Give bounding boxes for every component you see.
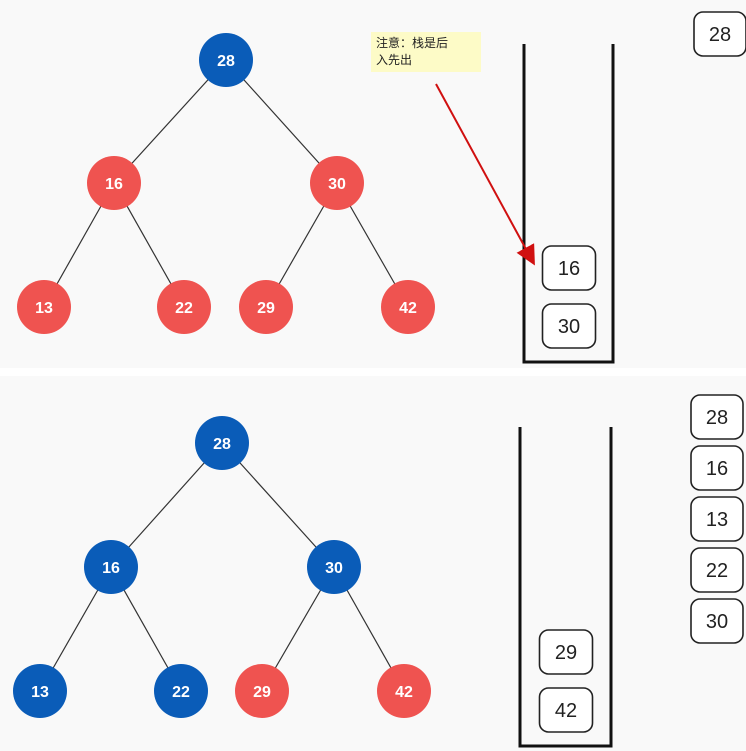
tree-node-label: 13 [35, 300, 53, 317]
stack-item-label: 16 [558, 258, 580, 280]
tree-node-label: 30 [325, 560, 343, 577]
tree-node-29 [235, 664, 289, 718]
output-item [690, 496, 744, 542]
tree-node-label: 42 [395, 684, 413, 701]
tree-node-30 [307, 540, 361, 594]
tree-node-22 [154, 664, 208, 718]
stack-item [538, 687, 594, 733]
output-item-label: 30 [706, 611, 728, 633]
stack-item [538, 629, 594, 675]
stack-container [518, 427, 613, 748]
tree-node-30 [310, 156, 364, 210]
note-arrow [435, 83, 535, 266]
tree-node-28 [199, 33, 253, 87]
stack-item-label: 29 [555, 642, 577, 664]
stack-item-label: 42 [555, 700, 577, 722]
tree-edge [113, 59, 227, 184]
tree-node-13 [13, 664, 67, 718]
tree-node-42 [381, 280, 435, 334]
output-item [690, 547, 744, 593]
tree-node-label: 22 [175, 300, 193, 317]
output-item-label: 28 [706, 407, 728, 429]
tree-node-label: 28 [217, 53, 235, 70]
tree-node-16 [84, 540, 138, 594]
stack-note: 注意：栈是后 入先出 [371, 32, 481, 72]
tree-node-29 [239, 280, 293, 334]
stack-item-label: 30 [558, 316, 580, 338]
tree-node-label: 29 [257, 300, 275, 317]
top-output: 28 [693, 11, 746, 57]
output-item [690, 394, 744, 440]
top-tree: 28 16 30 13 22 29 42 [17, 33, 435, 334]
note-line-1: 注意：栈是后 [376, 36, 449, 50]
stack-container [522, 44, 615, 364]
tree-node-13 [17, 280, 71, 334]
tree-edge [221, 442, 335, 568]
tree-node-label: 22 [172, 684, 190, 701]
output-item [693, 11, 746, 57]
tree-node-28 [195, 416, 249, 470]
tree-node-label: 13 [31, 684, 49, 701]
tree-node-label: 30 [328, 176, 346, 193]
output-item-label: 13 [706, 509, 728, 531]
stack-item [541, 303, 597, 349]
bottom-output: 28 16 13 22 30 [690, 394, 744, 644]
output-item-label: 16 [706, 458, 728, 480]
stack-item [541, 245, 597, 291]
tree-node-label: 28 [213, 436, 231, 453]
tree-node-22 [157, 280, 211, 334]
tree-node-label: 16 [102, 560, 120, 577]
tree-edge [225, 59, 338, 184]
bottom-tree: 28 16 30 13 22 29 42 [13, 416, 431, 718]
output-item-label: 28 [709, 24, 731, 46]
tree-node-label: 29 [253, 684, 271, 701]
bottom-stack: 29 42 [518, 427, 613, 748]
note-line-2: 入先出 [376, 53, 413, 67]
output-item [690, 445, 744, 491]
output-item [690, 598, 744, 644]
tree-node-label: 16 [105, 176, 123, 193]
tree-edge [110, 442, 223, 568]
tree-node-label: 42 [399, 300, 417, 317]
tree-node-16 [87, 156, 141, 210]
output-item-label: 22 [706, 560, 728, 582]
tree-node-42 [377, 664, 431, 718]
